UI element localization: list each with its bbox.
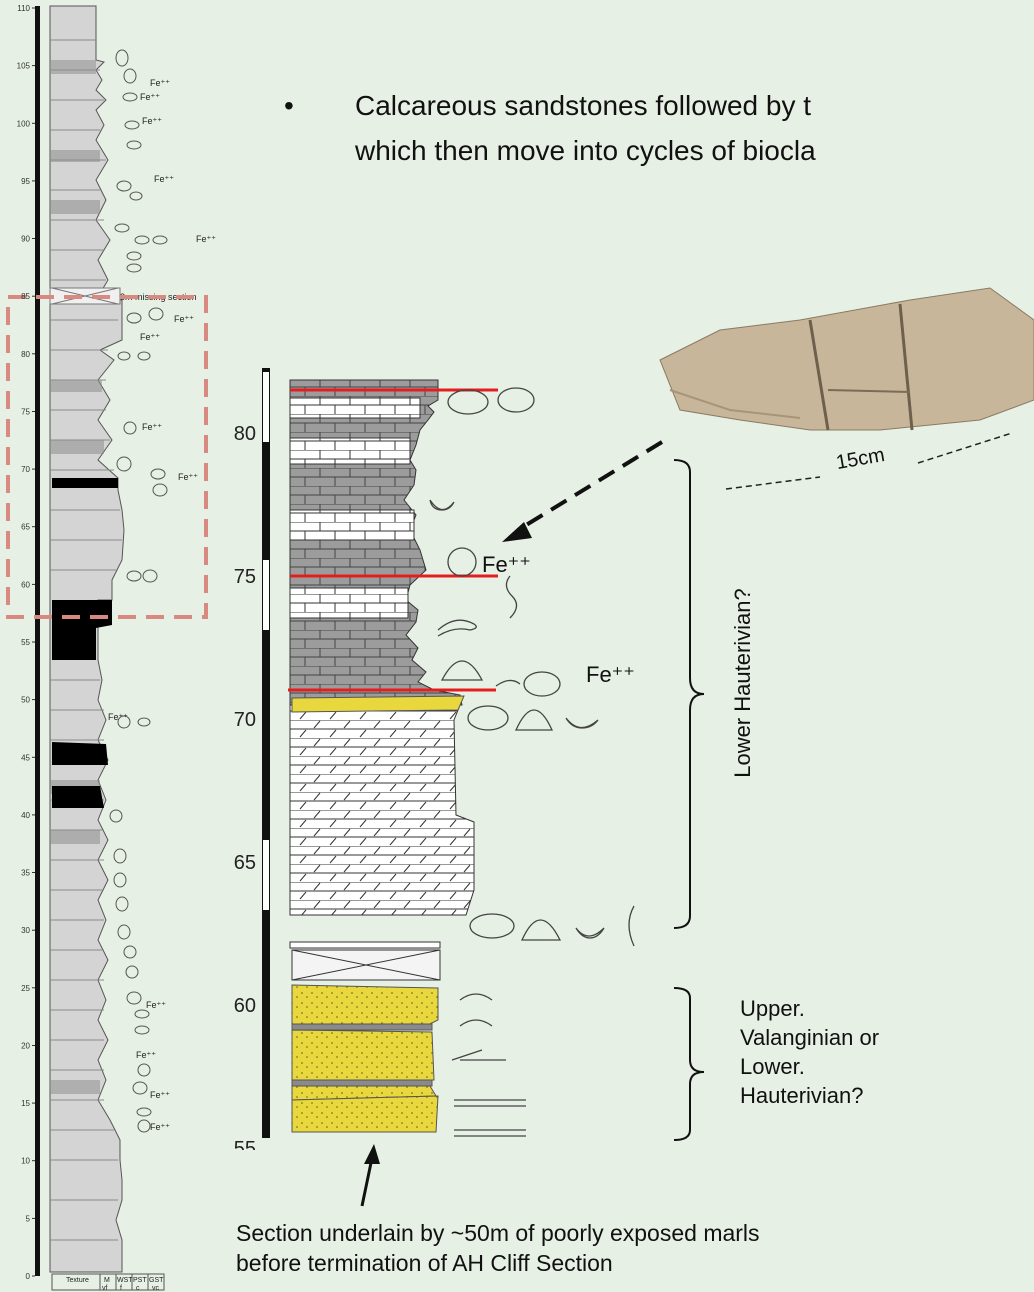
overview-log: 8m missing section 110105100959085807570… bbox=[0, 0, 230, 1292]
svg-text:Fe⁺⁺: Fe⁺⁺ bbox=[196, 234, 216, 244]
bullet-line-2: which then move into cycles of biocla bbox=[355, 135, 816, 167]
svg-text:GST: GST bbox=[149, 1277, 164, 1284]
overview-tick-label: 35 bbox=[21, 869, 30, 878]
svg-text:Fe⁺⁺: Fe⁺⁺ bbox=[140, 332, 160, 342]
upper-valanginian-label: Upper. Valanginian or Lower. Hauterivian… bbox=[740, 994, 879, 1110]
lower-hauterivian-label: Lower Hauterivian? bbox=[730, 588, 756, 778]
svg-text:Fe⁺⁺: Fe⁺⁺ bbox=[150, 1090, 170, 1100]
detail-fe-label-2: Fe⁺⁺ bbox=[586, 662, 635, 687]
overview-footer: Texture M WST PST GST vf f c vc bbox=[52, 1274, 164, 1292]
overview-tick-label: 105 bbox=[17, 62, 31, 71]
svg-text:c: c bbox=[136, 1285, 140, 1292]
detail-tick-label: 60 bbox=[234, 995, 256, 1017]
overview-tick-label: 70 bbox=[21, 465, 30, 474]
svg-text:Fe⁺⁺: Fe⁺⁺ bbox=[142, 422, 162, 432]
detail-upper-limestone bbox=[290, 380, 462, 705]
overview-tick-label: 90 bbox=[21, 235, 30, 244]
detail-tick-label: 75 bbox=[234, 566, 256, 588]
overview-tick-label: 85 bbox=[21, 292, 30, 301]
svg-text:vc: vc bbox=[152, 1285, 160, 1292]
overview-tick-label: 0 bbox=[26, 1272, 31, 1281]
svg-text:Fe⁺⁺: Fe⁺⁺ bbox=[174, 314, 194, 324]
overview-tick-label: 25 bbox=[21, 984, 30, 993]
overview-tick-label: 100 bbox=[17, 119, 31, 128]
overview-tick-label: 95 bbox=[21, 177, 30, 186]
overview-tick-label: 55 bbox=[21, 638, 30, 647]
detail-tick-label: 80 bbox=[234, 423, 256, 445]
detail-scale-bar bbox=[262, 368, 270, 1138]
overview-tick-label: 80 bbox=[21, 350, 30, 359]
photo-pointer-arrow bbox=[480, 430, 680, 580]
svg-text:Fe⁺⁺: Fe⁺⁺ bbox=[150, 1122, 170, 1132]
svg-text:Fe⁺⁺: Fe⁺⁺ bbox=[178, 472, 198, 482]
overview-tick-label: 40 bbox=[21, 811, 30, 820]
detail-tick-label: 65 bbox=[234, 852, 256, 874]
caption-line-2: before termination of AH Cliff Section bbox=[236, 1248, 760, 1278]
svg-text:Fe⁺⁺: Fe⁺⁺ bbox=[146, 1000, 166, 1010]
bullet-marker: • bbox=[284, 90, 294, 122]
overview-tick-labels: 1101051009590858075706560555045403530252… bbox=[17, 4, 35, 1281]
stage-brackets bbox=[660, 450, 720, 1150]
svg-text:Fe⁺⁺: Fe⁺⁺ bbox=[150, 78, 170, 88]
overview-tick-label: 5 bbox=[26, 1214, 31, 1223]
detail-sandstone-beds bbox=[292, 985, 438, 1132]
svg-text:M: M bbox=[104, 1277, 110, 1284]
detail-tick-labels: 80 75 70 65 60 55 bbox=[234, 423, 256, 1150]
overview-tick-label: 65 bbox=[21, 523, 30, 532]
caption: Section underlain by ~50m of poorly expo… bbox=[236, 1218, 760, 1278]
detail-thin-sand-band bbox=[292, 696, 464, 712]
svg-text:vf: vf bbox=[102, 1285, 108, 1292]
overview-tick-label: 30 bbox=[21, 926, 30, 935]
overview-tick-label: 75 bbox=[21, 408, 30, 417]
svg-text:f: f bbox=[120, 1285, 122, 1292]
lower-hauterivian-bracket bbox=[674, 460, 704, 928]
overview-tick-label: 45 bbox=[21, 753, 30, 762]
upper-valanginian-bracket bbox=[674, 988, 704, 1140]
svg-text:Fe⁺⁺: Fe⁺⁺ bbox=[108, 712, 128, 722]
detail-tick-label: 70 bbox=[234, 709, 256, 731]
overview-scale-bar bbox=[35, 6, 40, 1276]
svg-text:PST: PST bbox=[133, 1277, 147, 1284]
detail-lower-limestone bbox=[290, 705, 474, 915]
svg-text:Fe⁺⁺: Fe⁺⁺ bbox=[154, 174, 174, 184]
overview-tick-label: 50 bbox=[21, 696, 30, 705]
bullet-line-1: Calcareous sandstones followed by t bbox=[355, 90, 811, 122]
overview-tick-label: 110 bbox=[17, 4, 30, 13]
overview-tick-label: 20 bbox=[21, 1042, 30, 1051]
overview-tick-label: 10 bbox=[21, 1157, 30, 1166]
overview-fossil-symbols bbox=[110, 50, 167, 1132]
underlain-arrow bbox=[350, 1140, 390, 1210]
svg-text:Fe⁺⁺: Fe⁺⁺ bbox=[142, 116, 162, 126]
overview-tick-label: 60 bbox=[21, 580, 30, 589]
caption-line-1: Section underlain by ~50m of poorly expo… bbox=[236, 1218, 760, 1248]
svg-text:WST: WST bbox=[117, 1277, 133, 1284]
detail-tick-label: 55 bbox=[234, 1138, 256, 1150]
overview-tick-label: 15 bbox=[21, 1099, 30, 1108]
svg-text:Fe⁺⁺: Fe⁺⁺ bbox=[136, 1050, 156, 1060]
svg-text:Texture: Texture bbox=[66, 1277, 89, 1284]
svg-text:Fe⁺⁺: Fe⁺⁺ bbox=[140, 92, 160, 102]
